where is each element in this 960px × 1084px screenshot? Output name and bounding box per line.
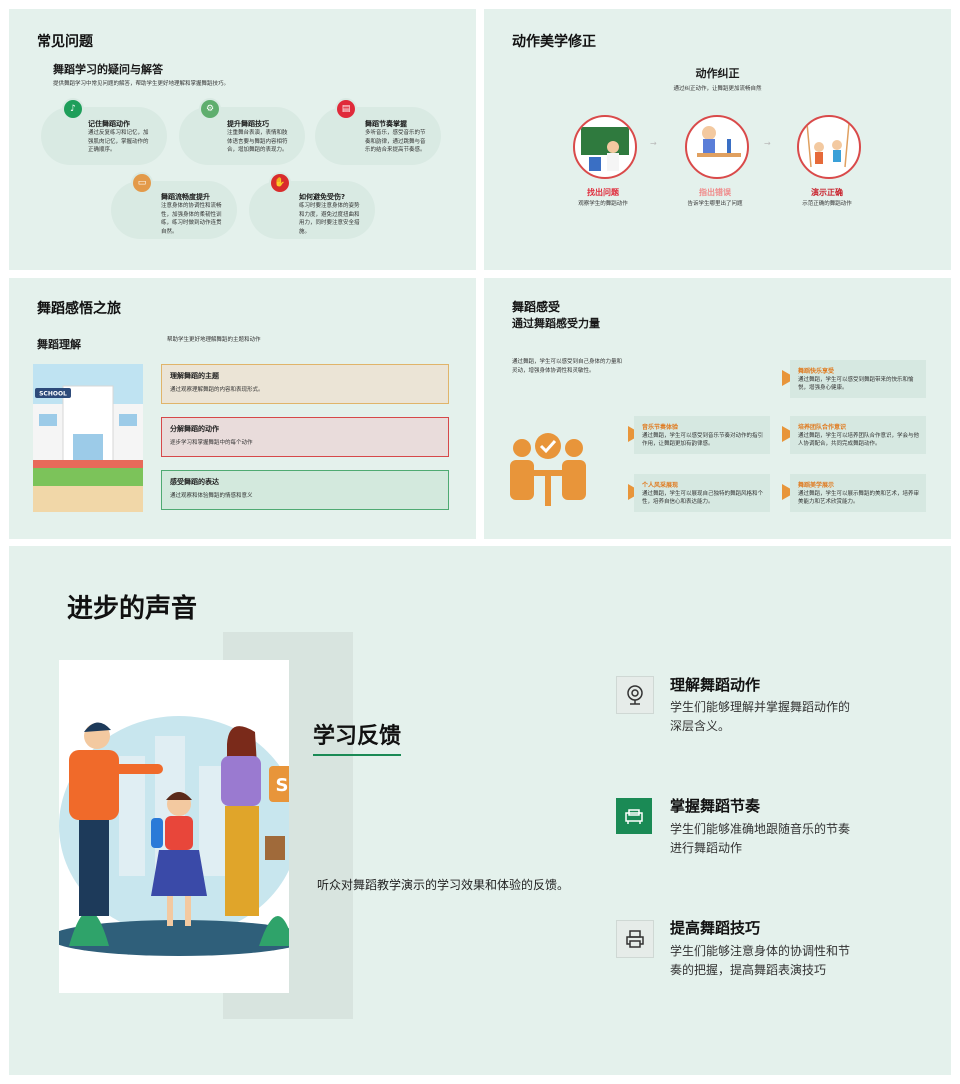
card-desc: 通过舞蹈，学生可以展现自己独特的舞蹈风格和个性，培养自信心和表达能力。 — [642, 491, 764, 505]
arrow-icon: → — [764, 139, 771, 148]
slide-subtitle: 动作纠正 — [695, 67, 740, 80]
box-title: 感受舞蹈的表达 — [170, 478, 219, 486]
team-icon — [510, 433, 586, 506]
family-illustration: S — [59, 716, 289, 956]
printer-icon — [616, 920, 654, 958]
faq-item-desc: 通过反复练习和记忆，加强肌肉记忆，掌握动作的正确顺序。 — [88, 130, 149, 153]
gear-icon: ⚙ — [201, 100, 219, 118]
feeling-card: 个人风采展现 通过舞蹈，学生可以展现自己独特的舞蹈风格和个性，培养自信心和表达能… — [634, 474, 770, 512]
card-title: 音乐节奏体验 — [642, 424, 679, 431]
school-sign: SCHOOL — [39, 391, 67, 398]
understanding-box: 理解舞蹈的主题 通过观察理解舞蹈的内容和表现形式。 — [161, 364, 449, 404]
faq-item-title: 舞蹈流畅度提升 — [161, 193, 210, 201]
step-illustration — [797, 115, 861, 179]
box-title: 理解舞蹈的主题 — [170, 372, 219, 380]
step-desc: 告诉学生哪里出了问题 — [687, 201, 743, 207]
feature-desc: 学生们能够准确地跟随音乐的节奏进行舞蹈动作 — [670, 822, 851, 855]
slide-correction: 动作美学修正 动作纠正 通过纠正动作，让舞蹈更加流畅自然 → → 找出问题 观察… — [484, 9, 951, 270]
step-title: 找出问题 — [587, 188, 619, 197]
faq-item — [111, 181, 237, 239]
faq-item — [179, 107, 305, 165]
step-desc: 示范正确的舞蹈动作 — [802, 201, 852, 207]
feature-title: 理解舞蹈动作 — [670, 676, 761, 694]
music-icon: ♪ — [64, 100, 82, 118]
box-desc: 逐步学习和掌握舞蹈中的每个动作 — [170, 440, 253, 446]
feature-desc: 学生们能够理解并掌握舞蹈动作的深层含义。 — [670, 700, 851, 733]
slide-title: 进步的声音 — [67, 594, 198, 624]
card-title: 舞蹈美学展示 — [798, 482, 835, 489]
slide-intro: 通过舞蹈，学生可以感受到自己身体的力量和灵动，增强身体协调性和灵敏性。 — [512, 359, 623, 374]
stack-icon: ▤ — [337, 100, 355, 118]
webcam-icon — [616, 676, 654, 714]
faq-item — [315, 107, 441, 165]
box-desc: 通过观察和体验舞蹈的情感和意义 — [170, 493, 253, 499]
faq-item — [41, 107, 167, 165]
teacher-icon — [581, 127, 629, 171]
step-title: 指出错误 — [699, 188, 731, 197]
feature-title: 掌握舞蹈节奏 — [670, 797, 761, 815]
faq-item — [249, 181, 375, 239]
arrow-icon: → — [650, 139, 657, 148]
slide-faq: 常见问题 舞蹈学习的疑问与解答 提供舞蹈学习中常见问题的解答，帮助学生更好地理解… — [9, 9, 476, 270]
faq-item-desc: 注意身体的协调性和流畅性，加强身体的柔韧性训练，练习时做到动作连贯自然。 — [161, 203, 222, 235]
step-title: 演示正确 — [811, 188, 843, 197]
understanding-box: 分解舞蹈的动作 逐步学习和掌握舞蹈中的每个动作 — [161, 417, 449, 457]
section-underline — [313, 754, 401, 756]
box-title: 分解舞蹈的动作 — [170, 425, 219, 433]
shop-sign: S — [276, 775, 289, 796]
step-illustration — [685, 115, 749, 179]
hand-icon: ✋ — [271, 174, 289, 192]
step-desc: 观察学生的舞蹈动作 — [578, 201, 628, 207]
faq-item-desc: 多听音乐，感受音乐的节奏和韵律，通过跳舞与音乐的结合来提高节奏感。 — [365, 130, 426, 153]
box-desc: 通过观察理解舞蹈的内容和表现形式。 — [170, 387, 264, 393]
feeling-card: 舞蹈美学展示 通过舞蹈，学生可以展示舞蹈的美和艺术，培养审美能力和艺术欣赏能力。 — [790, 474, 926, 512]
student-desk-icon — [697, 126, 741, 157]
feature-desc: 学生们能够注意身体的协调性和节奏的把握，提高舞蹈表演技巧 — [670, 944, 851, 977]
card-icon: ▭ — [133, 174, 151, 192]
slide-title: 常见问题 — [37, 34, 93, 50]
card-title: 舞蹈快乐享受 — [798, 368, 835, 375]
feeling-card: 培养团队合作意识 通过舞蹈，学生可以培养团队合作意识，学会与他人协调配合，共同完… — [790, 416, 926, 454]
slide-title: 动作美学修正 — [512, 34, 596, 50]
faq-item-title: 提升舞蹈技巧 — [227, 120, 269, 128]
slide-feeling: 舞蹈感受 通过舞蹈感受力量 通过舞蹈，学生可以感受到自己身体的力量和灵动，增强身… — [484, 278, 951, 539]
slide-feedback: 进步的声音 S 学习反馈 听众对舞蹈教学演示的学习效果和体验的反馈。 — [9, 546, 951, 1075]
card-desc: 通过舞蹈，学生可以展示舞蹈的美和艺术，培养审美能力和艺术欣赏能力。 — [798, 491, 920, 505]
feedback-text: 听众对舞蹈教学演示的学习效果和体验的反馈。 — [317, 878, 570, 892]
slide-intro: 提供舞蹈学习中常见问题的解答，帮助学生更好地理解和掌握舞蹈技巧。 — [53, 81, 230, 87]
school-illustration: SCHOOL — [33, 364, 143, 512]
slide-subtitle: 舞蹈理解 — [37, 338, 81, 351]
card-desc: 通过舞蹈，学生可以感受到舞蹈带来的快乐和愉悦，增强身心健康。 — [798, 377, 914, 391]
understanding-box: 感受舞蹈的表达 通过观察和体验舞蹈的情感和意义 — [161, 470, 449, 510]
slide-understanding: 舞蹈感悟之旅 舞蹈理解 帮助学生更好地理解舞蹈的主题和动作 SCHOOL 理解舞… — [9, 278, 476, 539]
feeling-card: 舞蹈快乐享受 通过舞蹈，学生可以感受到舞蹈带来的快乐和愉悦，增强身心健康。 — [790, 360, 926, 398]
faq-item-desc: 注重舞台表演，表情和肢体语言要与舞蹈内容相符合，增加舞蹈的表现力。 — [227, 130, 288, 153]
card-title: 个人风采展现 — [642, 482, 679, 489]
slide-title: 舞蹈感受 — [512, 300, 561, 314]
slide-intro: 通过纠正动作，让舞蹈更加流畅自然 — [673, 86, 762, 92]
card-desc: 通过舞蹈，学生可以感受到音乐节奏对动作的指引作用，让舞蹈更加有韵律感。 — [642, 433, 764, 447]
slide-subtitle: 通过舞蹈感受力量 — [512, 317, 600, 330]
faq-item-desc: 练习时要注意身体的姿势和力度，避免过度扭曲和用力，同时要注意安全措施。 — [299, 203, 360, 235]
card-desc: 通过舞蹈，学生可以培养团队合作意识，学会与他人协调配合，共同完成舞蹈动作。 — [798, 433, 920, 447]
slide-title: 舞蹈感悟之旅 — [37, 301, 121, 317]
faq-item-title: 如何避免受伤? — [299, 193, 346, 201]
section-title: 学习反馈 — [313, 724, 402, 749]
kids-playing-icon — [806, 122, 850, 168]
slide-intro: 帮助学生更好地理解舞蹈的主题和动作 — [167, 337, 261, 343]
card-title: 培养团队合作意识 — [798, 424, 847, 431]
feature-title: 提高舞蹈技巧 — [670, 919, 761, 937]
faq-item-title: 舞蹈节奏掌握 — [365, 120, 407, 128]
step-illustration — [573, 115, 637, 179]
feeling-card: 音乐节奏体验 通过舞蹈，学生可以感受到音乐节奏对动作的指引作用，让舞蹈更加有韵律… — [634, 416, 770, 454]
faq-item-title: 记住舞蹈动作 — [88, 120, 130, 128]
sofa-icon — [616, 798, 652, 834]
slide-subtitle: 舞蹈学习的疑问与解答 — [53, 63, 163, 76]
